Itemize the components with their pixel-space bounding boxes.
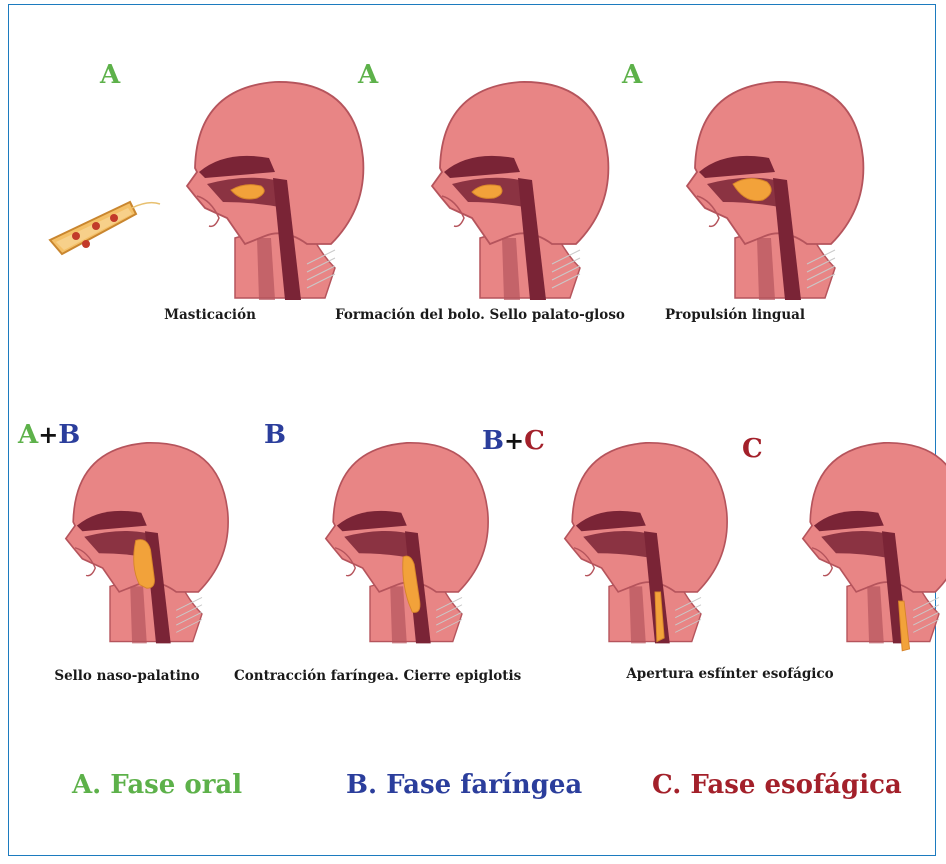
phase-tag: A: [100, 62, 120, 88]
head-profile-icon: [635, 68, 875, 308]
phase-tag: A: [622, 62, 642, 88]
panel-contraccion-faringea: B: [258, 420, 478, 670]
panel-formacion-bolo: A: [300, 60, 600, 320]
phase-tag: A+B: [18, 422, 80, 448]
pepperoni: [92, 222, 100, 230]
pepperoni: [82, 240, 90, 248]
caption-apertura-esfinter: Apertura esfínter esofágico: [620, 666, 840, 682]
head-profile-icon: [278, 430, 499, 651]
phase-tag: C: [742, 436, 763, 462]
caption-formacion-bolo: Formación del bolo. Sello palato-gloso: [330, 307, 630, 323]
caption-propulsion-lingual: Propulsión lingual: [660, 307, 810, 323]
phase-letter-c: C: [742, 434, 763, 464]
pizza-slice-icon: [40, 180, 160, 260]
panel-masticacion: A: [40, 60, 300, 320]
panel-sello-naso-palatino: A+B: [18, 420, 238, 670]
caption-sello-naso-palatino: Sello naso-palatino: [42, 668, 212, 684]
head-profile-icon: [380, 68, 620, 308]
pepperoni: [110, 214, 118, 222]
panel-fase-esofagica-final: C: [720, 420, 940, 670]
phase-tag: B: [264, 422, 286, 448]
phase-tag: B+C: [482, 428, 545, 454]
phase-letter-b: B: [264, 420, 286, 450]
legend-fase-faringea: B. Fase faríngea: [346, 770, 582, 800]
phase-letter-a: A: [100, 60, 120, 90]
caption-contraccion-faringea: Contracción faríngea. Cierre epiglotis: [234, 668, 514, 684]
phase-tag: A: [358, 62, 378, 88]
legend-fase-esofagica: C. Fase esofágica: [652, 770, 902, 800]
panel-apertura-esfinter: B+C: [482, 420, 702, 670]
phase-letter-a: A: [358, 60, 378, 90]
head-profile-icon: [517, 430, 738, 651]
panel-propulsion-lingual: A: [600, 60, 860, 320]
caption-masticacion: Masticación: [150, 307, 270, 323]
pepperoni: [72, 232, 80, 240]
head-profile-icon: [755, 430, 946, 651]
legend-fase-oral: A. Fase oral: [72, 770, 242, 800]
cheese-string: [132, 203, 160, 208]
head-profile-icon: [18, 430, 239, 651]
phase-letter-a: A: [622, 60, 642, 90]
